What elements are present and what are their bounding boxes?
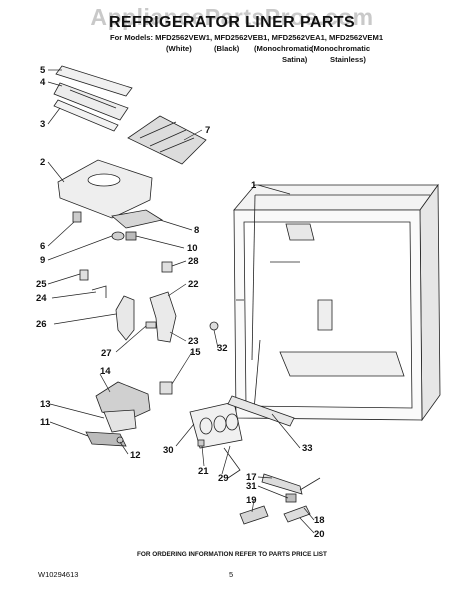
callout-17: 17: [246, 472, 257, 483]
page-number: 5: [229, 570, 234, 579]
part-15-shape: [159, 381, 173, 395]
part-26-shape: [115, 295, 135, 341]
callout-19: 19: [246, 495, 257, 506]
callout-27: 27: [101, 348, 112, 359]
callout-30: 30: [163, 445, 174, 456]
callout-26: 26: [36, 319, 47, 330]
callout-31: 31: [246, 481, 257, 492]
callout-22: 22: [188, 279, 199, 290]
part-3-shape: [53, 99, 119, 132]
part-31-shape: [285, 493, 297, 503]
callout-32: 32: [217, 343, 228, 354]
part-17-shape: [261, 473, 303, 495]
part-30-shape: [189, 401, 243, 449]
part-5-shape: [55, 65, 133, 97]
callout-5: 5: [40, 65, 46, 76]
part-8-shape: [111, 209, 164, 229]
part-33-shape: [227, 395, 295, 427]
callout-15: 15: [190, 347, 201, 358]
callout-24: 24: [36, 293, 47, 304]
callout-8: 8: [194, 225, 199, 236]
part-9-shape: [111, 231, 125, 241]
refrigerator-liner-part: [233, 183, 441, 422]
callout-25: 25: [36, 279, 47, 290]
callout-9: 9: [40, 255, 45, 266]
callout-3: 3: [40, 119, 45, 130]
callout-4: 4: [40, 77, 46, 88]
part-25-shape: [79, 269, 89, 281]
watermark: AppliancePartsPros.com: [90, 4, 374, 30]
part-2-shape: [57, 159, 153, 219]
callout-33: 33: [302, 443, 313, 454]
callout-13: 13: [40, 399, 51, 410]
variant-black: (Black): [214, 44, 240, 53]
part-4-shape: [53, 82, 129, 121]
callout-29: 29: [218, 473, 229, 484]
part-13-shape: [103, 409, 137, 433]
part-29-shape: [223, 447, 241, 479]
callout-11: 11: [40, 417, 51, 428]
part-32-shape: [209, 321, 219, 331]
part-21-shape: [197, 439, 205, 447]
part-6-shape: [72, 211, 82, 223]
variant-white: (White): [166, 44, 192, 53]
variant-stainless-cont: Stainless): [330, 55, 366, 64]
callout-23: 23: [188, 336, 199, 347]
part-27-shape: [145, 321, 157, 329]
part-12-shape: [116, 436, 124, 444]
part-24-shape: [91, 285, 107, 298]
callout-6: 6: [40, 241, 45, 252]
callout-labels: 5 4 3 7 2 1 6 8 9 10 28 25 24 26 22 23 3…: [36, 65, 325, 540]
variant-mono-satina: (Monochromatic: [254, 44, 314, 53]
callout-1: 1: [251, 180, 257, 191]
callout-20: 20: [314, 529, 325, 540]
part-23-shape: [149, 291, 177, 343]
part-10-shape: [125, 231, 137, 241]
part-11-shape: [85, 431, 127, 447]
callout-28: 28: [188, 256, 199, 267]
callout-14: 14: [100, 366, 111, 377]
callout-7: 7: [205, 125, 210, 136]
page-title: REFRIGERATOR LINER PARTS: [108, 14, 356, 31]
part-7-shape: [127, 115, 207, 165]
ordering-note: FOR ORDERING INFORMATION REFER TO PARTS …: [137, 551, 327, 558]
callout-21: 21: [198, 466, 209, 477]
callout-12: 12: [130, 450, 141, 461]
callout-10: 10: [187, 243, 198, 254]
document-id: W10294613: [38, 570, 79, 579]
models-line: For Models: MFD2562VEW1, MFD2562VEB1, MF…: [110, 33, 384, 42]
part-19-shape: [239, 505, 269, 525]
part-20-shape: [283, 505, 311, 523]
callout-2: 2: [40, 157, 45, 168]
callout-18: 18: [314, 515, 325, 526]
variant-satina-cont: Satina): [282, 55, 308, 64]
variant-mono-stainless: (Monochromatic: [311, 44, 371, 53]
exploded-parts-diagram: 5 4 3 7 2 1 6 8 9 10 28 25 24 26 22 23 3…: [36, 65, 441, 540]
part-28-shape: [161, 261, 173, 273]
